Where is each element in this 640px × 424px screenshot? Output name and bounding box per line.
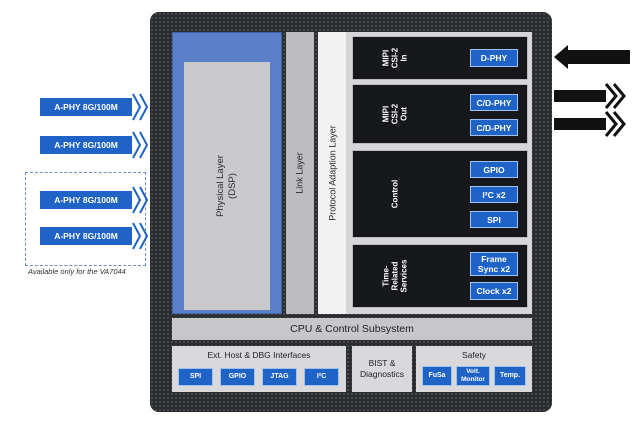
chevron-right-icon xyxy=(132,131,149,159)
cpu-control-subsystem: CPU & Control Subsystem xyxy=(172,318,532,340)
mipi-csi2-out-label: MIPI CSI-2 Out xyxy=(381,103,409,125)
arrow-right-icon xyxy=(554,83,626,109)
chevron-right-icon xyxy=(132,222,149,250)
frame-sync-badge: Frame Sync x2 xyxy=(470,252,518,276)
arrow-right-icon xyxy=(554,111,626,137)
gpio-badge: GPIO xyxy=(470,161,518,178)
io-arrows xyxy=(554,45,630,137)
fusa-badge: FuSa xyxy=(422,366,452,386)
spi-badge: SPI xyxy=(470,211,518,228)
arrow-left-icon xyxy=(554,45,630,69)
aphy-lane-2: A-PHY 8G/100M xyxy=(40,136,132,154)
protocol-adaption-layer: Protocol Adaption Layer xyxy=(318,32,348,314)
safety-title: Safety xyxy=(461,350,487,360)
chevron-right-icon xyxy=(132,93,149,121)
time-services-label: Time- Related Services xyxy=(381,259,409,293)
safety-section: Safety FuSa Volt. Monitor Temp. xyxy=(416,346,532,392)
host-gpio-badge: GPIO xyxy=(220,368,255,386)
ext-host-dbg-section: Ext. Host & DBG Interfaces SPI GPIO JTAG… xyxy=(172,346,346,392)
link-layer: Link Layer xyxy=(286,32,314,314)
chevron-right-icon xyxy=(132,186,149,214)
bist-diagnostics-label: BIST & Diagnostics xyxy=(360,358,404,379)
temp-badge: Temp. xyxy=(494,366,526,386)
mipi-csi2-in-label: MIPI CSI-2 In xyxy=(381,47,409,69)
host-jtag-badge: JTAG xyxy=(262,368,297,386)
aphy-lane-1: A-PHY 8G/100M xyxy=(40,98,132,116)
control-label: Control xyxy=(390,179,400,209)
physical-layer-core: Physical Layer (DSP) xyxy=(184,62,270,310)
cdphy-badge-1: C/D-PHY xyxy=(470,94,518,111)
host-spi-badge: SPI xyxy=(178,368,213,386)
host-i2c-badge: I²C xyxy=(304,368,339,386)
mipi-csi2-in-block: MIPI CSI-2 In D-PHY xyxy=(352,36,528,80)
cdphy-badge-2: C/D-PHY xyxy=(470,119,518,136)
mipi-csi2-out-block: MIPI CSI-2 Out C/D-PHY C/D-PHY xyxy=(352,84,528,144)
aphy-chevron-icons xyxy=(132,93,149,250)
physical-layer-label: Physical Layer (DSP) xyxy=(215,155,238,217)
dphy-badge: D-PHY xyxy=(470,49,518,67)
link-layer-label: Link Layer xyxy=(294,152,305,194)
clock-badge: Clock x2 xyxy=(470,282,518,300)
bist-diagnostics-section: BIST & Diagnostics xyxy=(352,346,412,392)
aphy-lane-4: A-PHY 8G/100M xyxy=(40,227,132,245)
time-services-block: Time- Related Services Frame Sync x2 Clo… xyxy=(352,244,528,308)
optional-lanes-box xyxy=(25,172,146,266)
ext-host-dbg-title: Ext. Host & DBG Interfaces xyxy=(207,350,311,360)
volt-monitor-badge: Volt. Monitor xyxy=(456,366,490,386)
i2c-badge: I²C x2 xyxy=(470,186,518,203)
control-block: Control GPIO I²C x2 SPI xyxy=(352,150,528,238)
protocol-layer-label: Protocol Adaption Layer xyxy=(327,125,338,221)
aphy-lane-3: A-PHY 8G/100M xyxy=(40,191,132,209)
footnote: Available only for the VA7044 xyxy=(28,267,126,276)
